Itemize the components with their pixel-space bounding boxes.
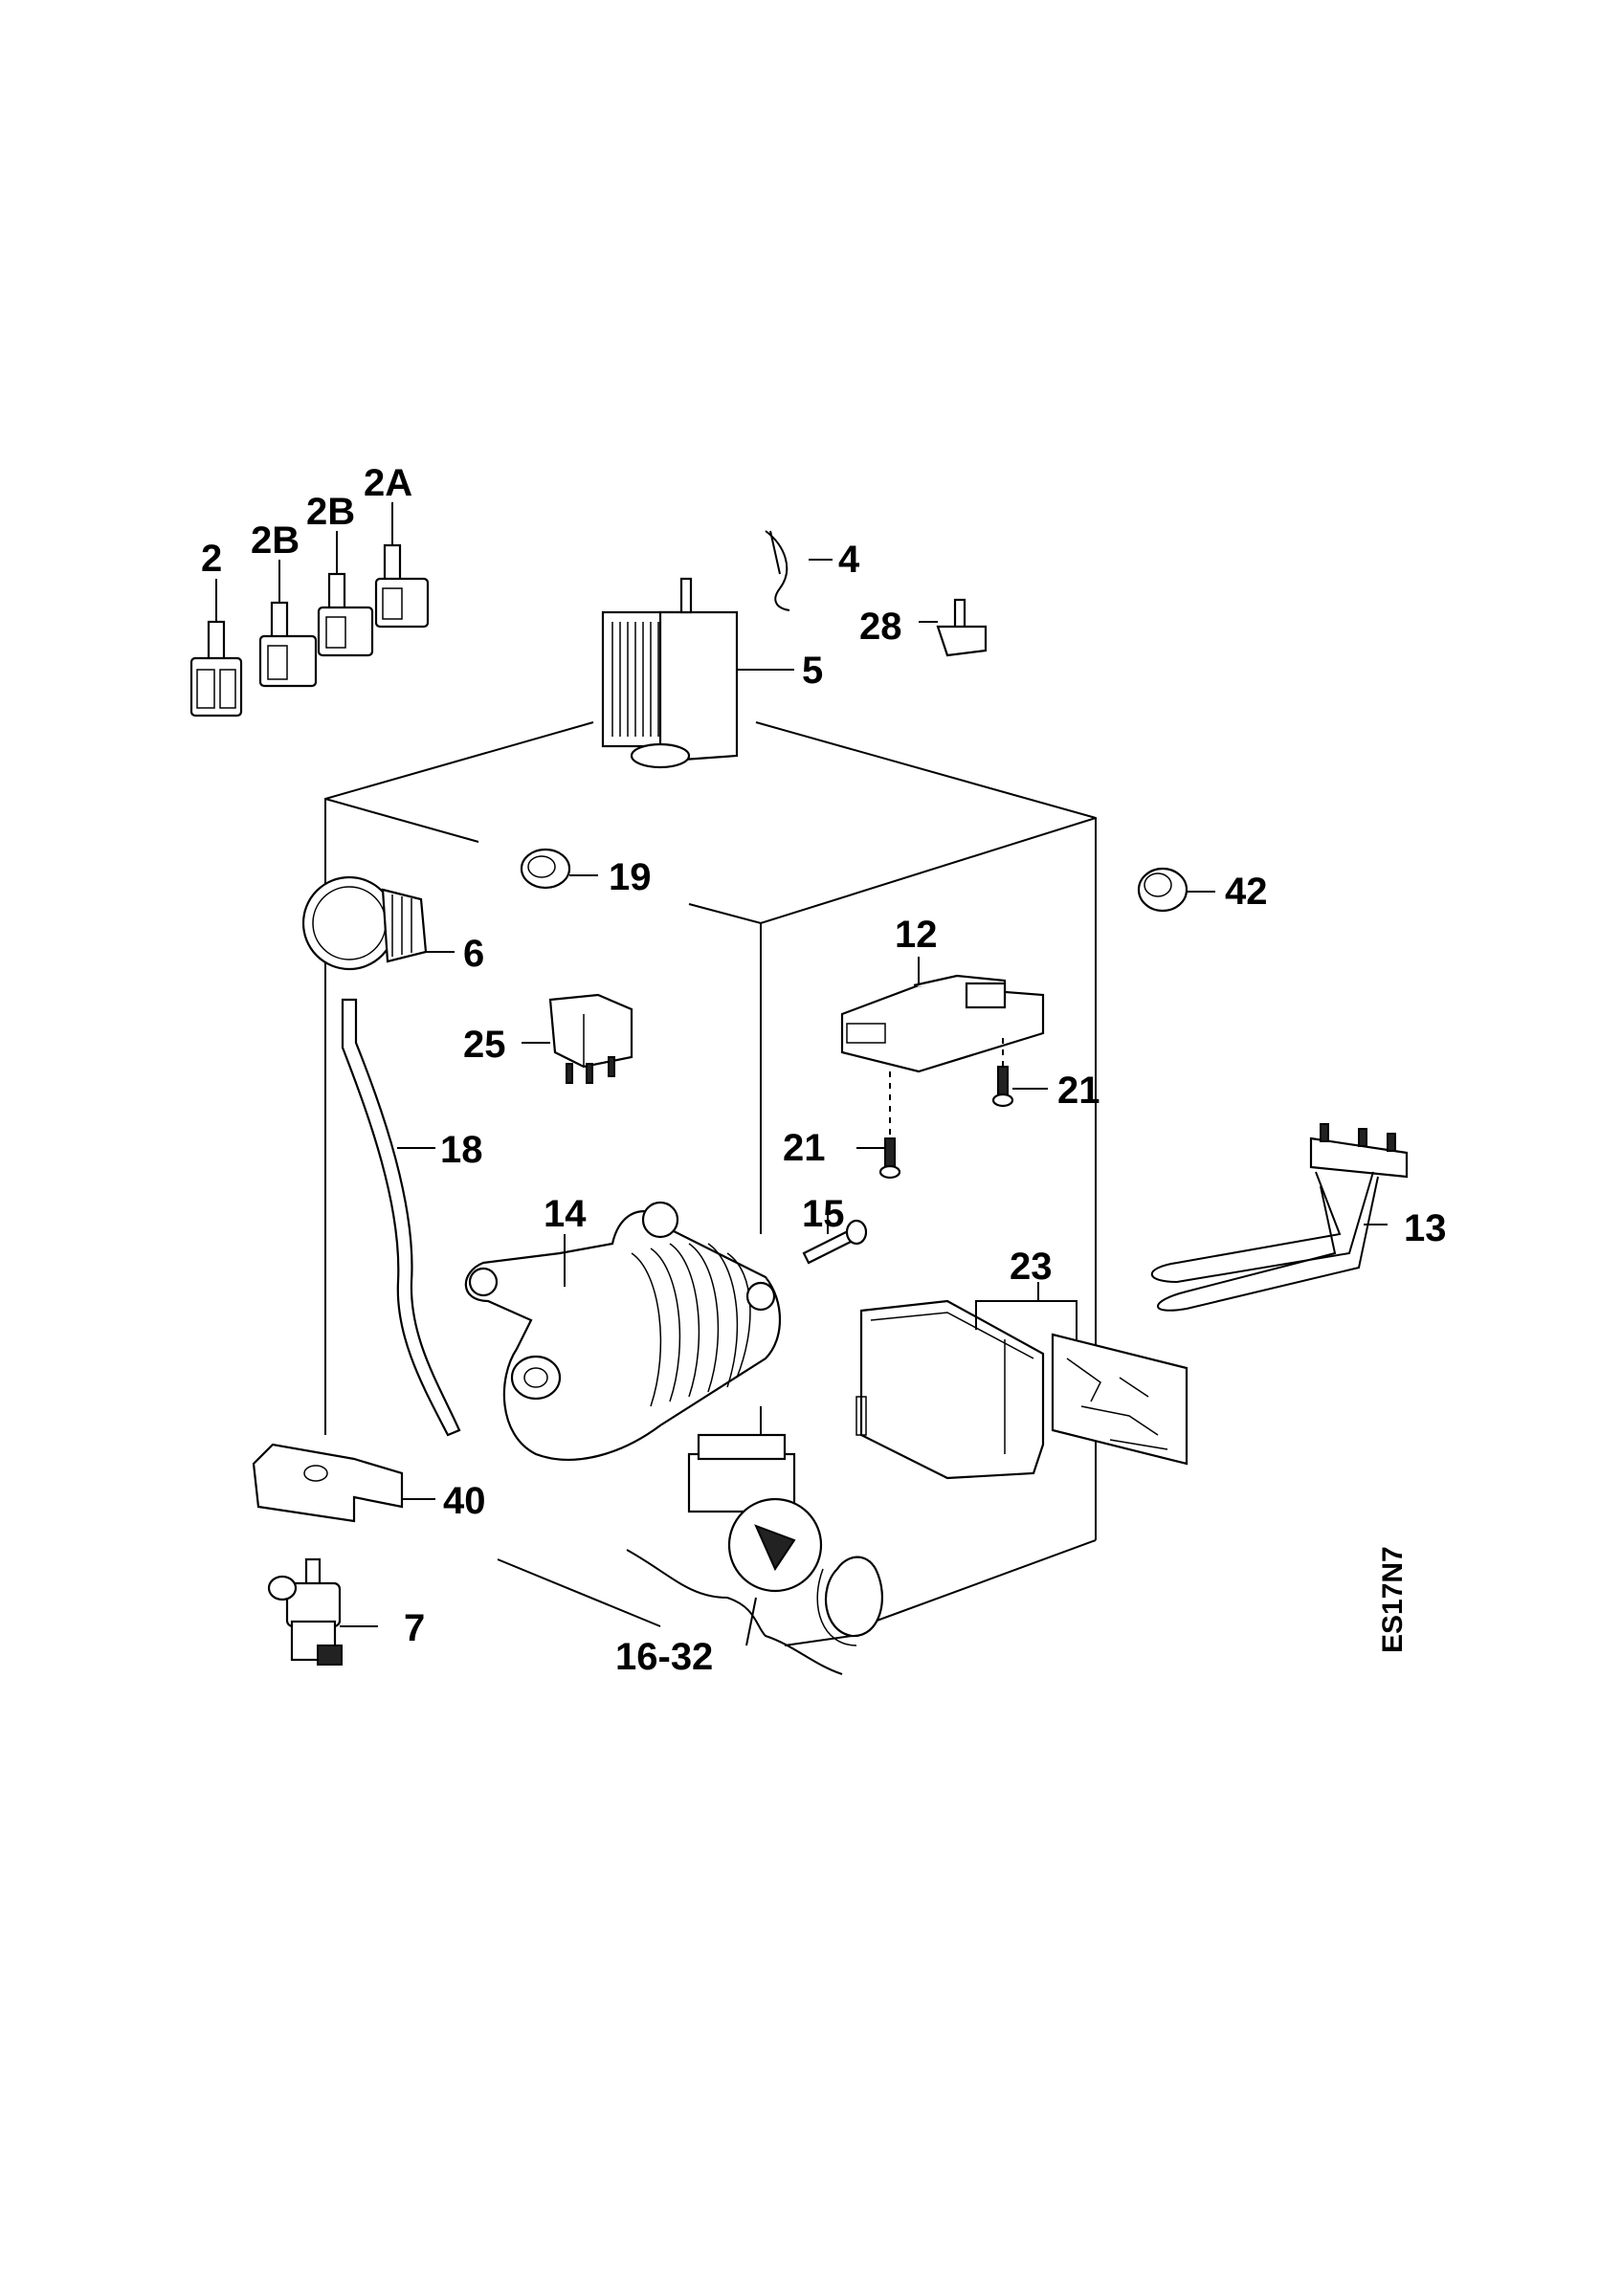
drawing-code: ES17N7 <box>1377 1546 1409 1653</box>
part-13-heater <box>1150 1123 1409 1312</box>
part-28-switch <box>919 598 988 657</box>
part-15-bolt <box>802 1205 868 1265</box>
callout-2b-left: 2B <box>251 519 300 562</box>
callout-21-right: 21 <box>1057 1070 1100 1112</box>
callout-2a: 2A <box>364 462 412 504</box>
callout-7: 7 <box>404 1607 425 1649</box>
part-16-32-drain-pump <box>626 1433 883 1675</box>
cabinet-outline <box>324 721 1097 1627</box>
callout-25: 25 <box>463 1024 506 1066</box>
selector-switches <box>189 502 430 718</box>
callout-19: 19 <box>609 856 652 898</box>
callout-4: 4 <box>838 539 860 581</box>
callout-15: 15 <box>802 1193 845 1235</box>
switch-2 <box>189 579 243 718</box>
part-23-electronic-module <box>855 1282 1189 1480</box>
callout-5: 5 <box>802 650 823 692</box>
part-40-bracket <box>252 1443 435 1523</box>
part-25-relay <box>522 993 633 1084</box>
switch-2b-right <box>317 531 374 657</box>
callout-28: 28 <box>859 606 902 648</box>
part-21-screw-left <box>856 1071 901 1180</box>
part-21-screw-right <box>991 1038 1048 1108</box>
callout-labels: 2 2B 2B 2A 4 28 5 19 42 6 12 25 21 21 18… <box>201 462 1447 1678</box>
part-6-pressure-switch <box>301 875 455 971</box>
switch-2b-left <box>258 560 318 688</box>
callout-40: 40 <box>443 1480 486 1522</box>
part-19-grommet <box>520 848 598 890</box>
part-7-valve <box>267 1557 378 1666</box>
callout-23: 23 <box>1010 1246 1053 1288</box>
callout-12: 12 <box>895 914 938 956</box>
switch-2a <box>374 502 430 629</box>
part-4-sensor <box>765 530 833 611</box>
callout-42: 42 <box>1225 871 1268 913</box>
part-18-hose <box>341 998 461 1437</box>
callout-14: 14 <box>544 1193 587 1235</box>
callout-13: 13 <box>1404 1207 1447 1249</box>
callout-2b-right: 2B <box>306 491 355 533</box>
part-12-door-lock <box>840 957 1045 1073</box>
part-5-programmer <box>601 577 794 769</box>
callout-6: 6 <box>463 933 484 975</box>
part-42-grommet <box>1137 867 1215 913</box>
callout-16-32: 16-32 <box>615 1636 713 1678</box>
callout-2: 2 <box>201 538 222 580</box>
callout-21-left: 21 <box>783 1127 826 1169</box>
part-14-motor <box>464 1201 781 1461</box>
callout-18: 18 <box>440 1129 483 1171</box>
